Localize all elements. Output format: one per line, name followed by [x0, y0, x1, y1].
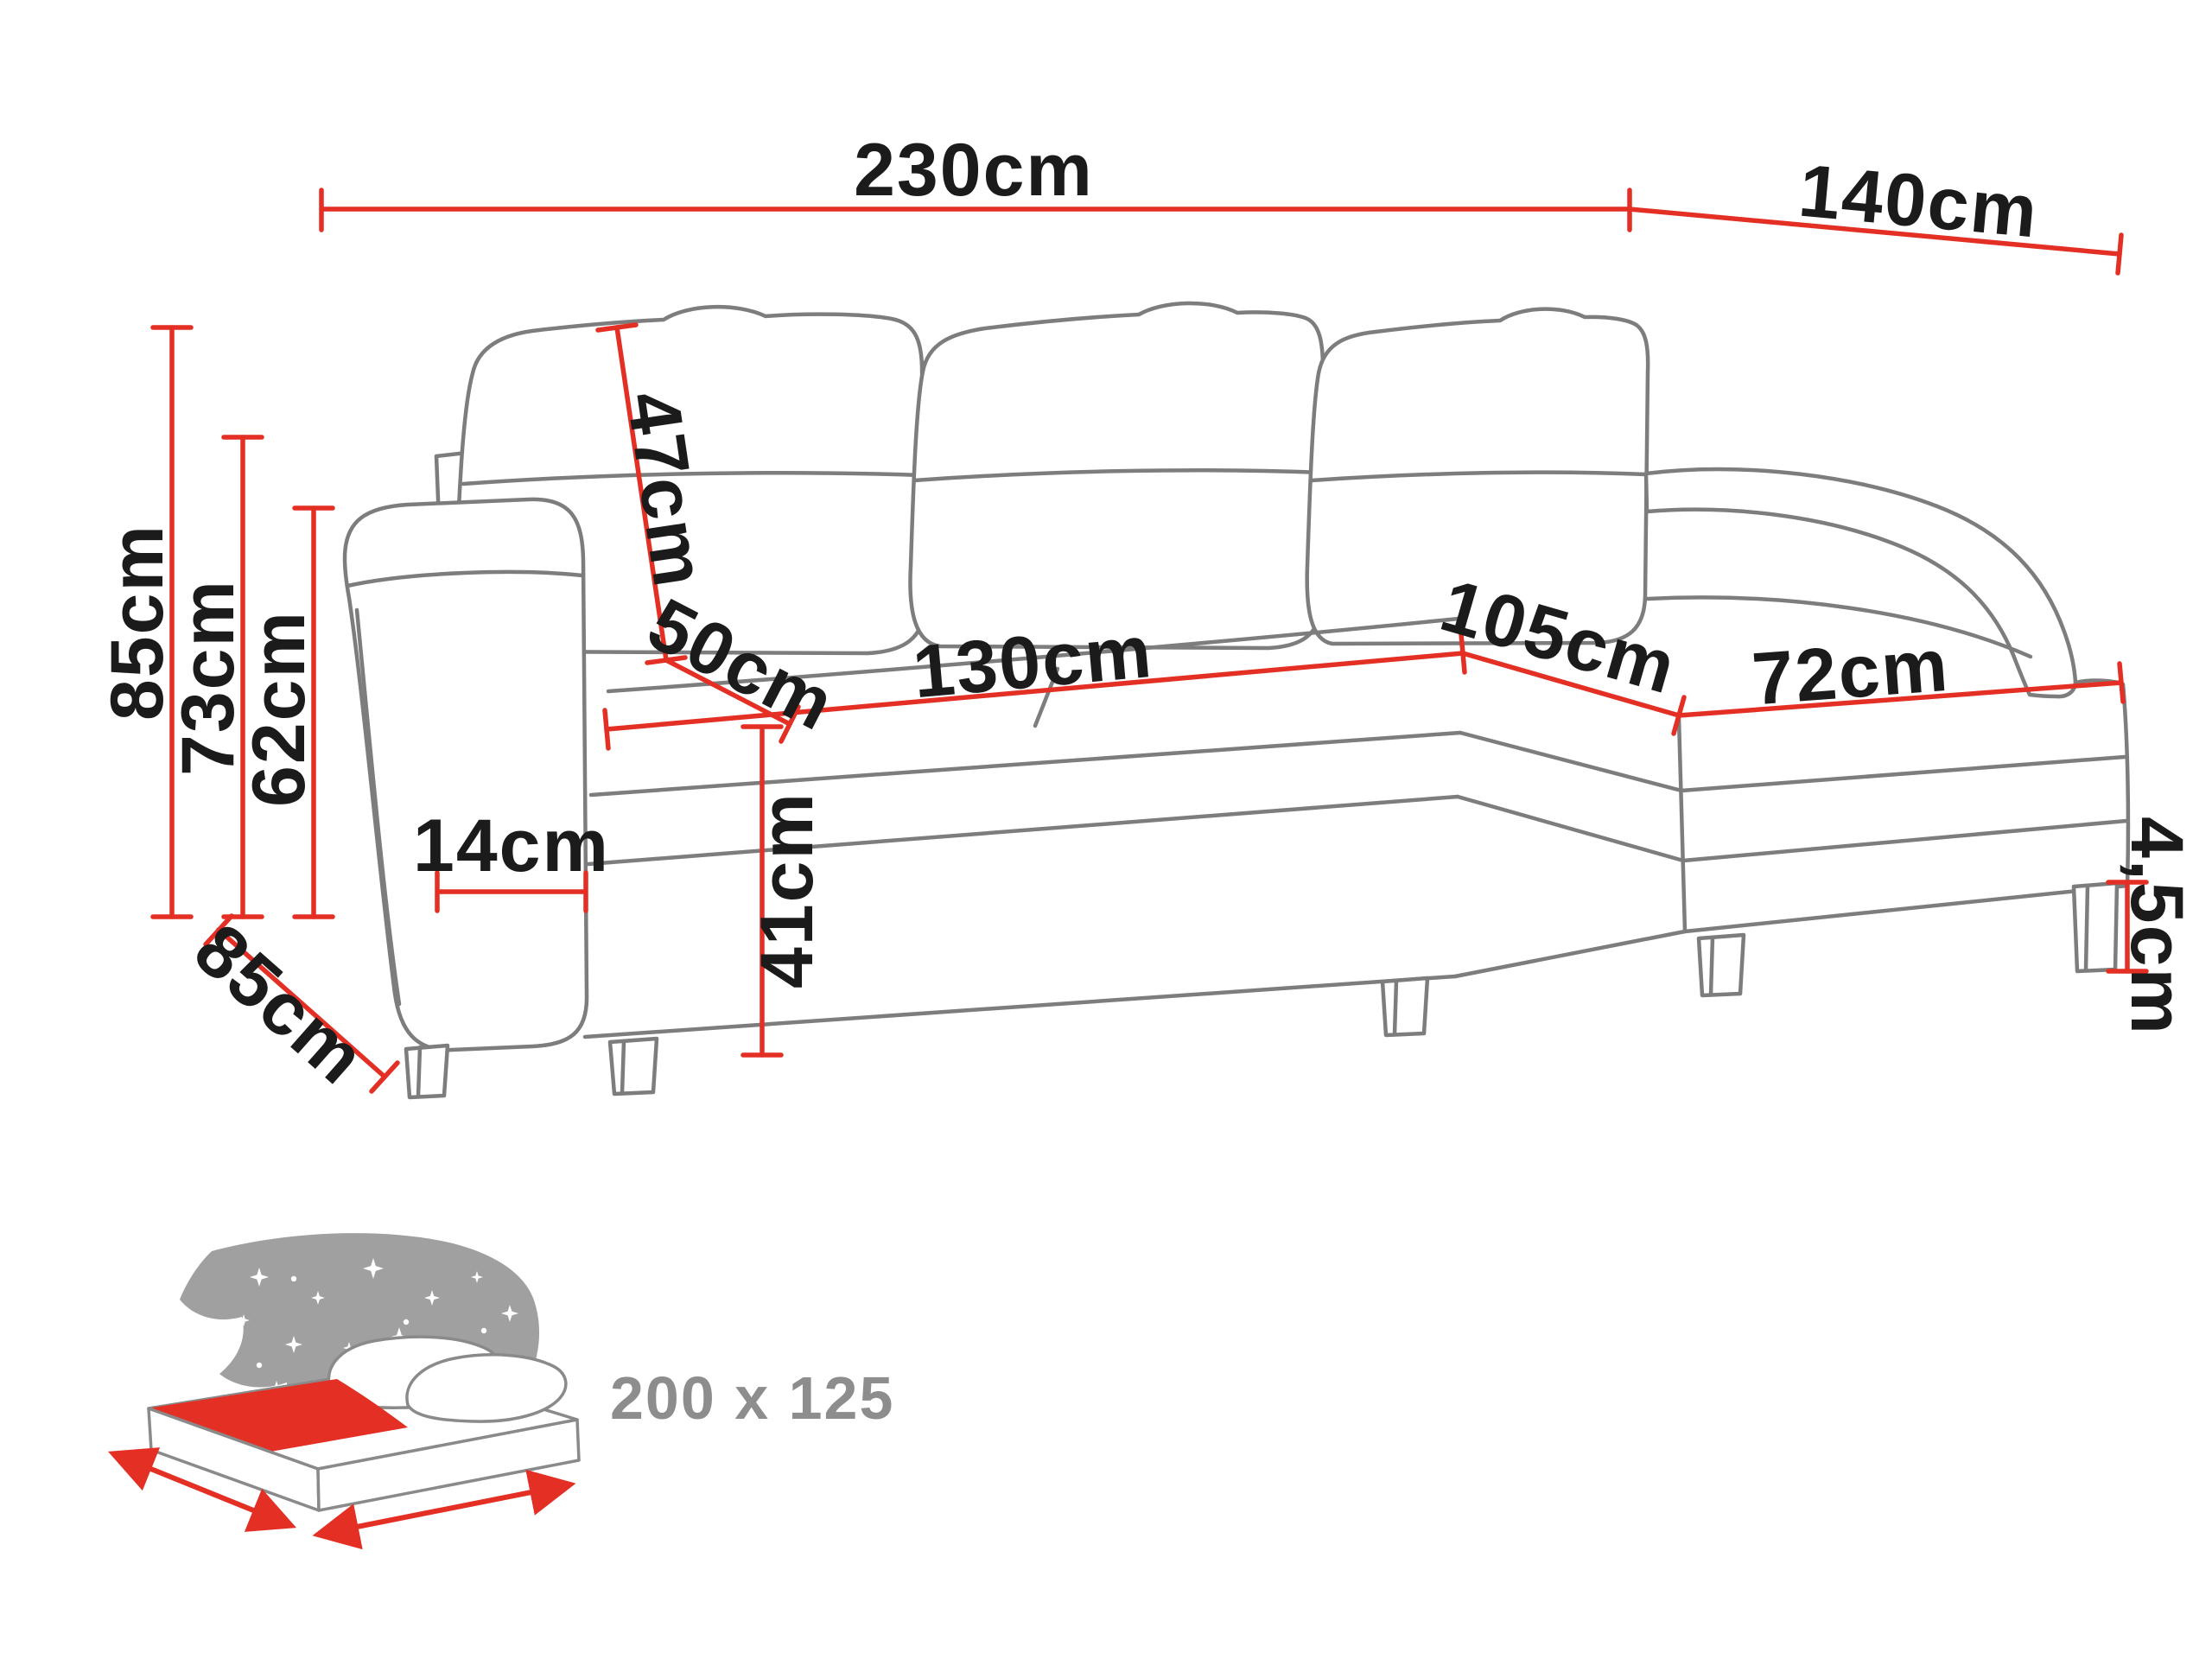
dim-line-chaise-length — [1460, 651, 1681, 718]
left-armrest-front-edge — [354, 607, 402, 1007]
dim-tick — [595, 322, 639, 333]
width-arrow — [312, 1469, 576, 1550]
dim-label-height-total: 85cm — [96, 524, 179, 721]
chaise-front-crease — [1681, 818, 2129, 863]
chaise-front-bottom-edge — [1682, 883, 2130, 934]
left-armrest — [342, 497, 589, 1052]
chaise-front-crease — [1679, 754, 2127, 793]
dim-label-width-total: 230cm — [854, 129, 1094, 212]
chaise-armrest — [1643, 467, 2078, 699]
sofa-foot-line — [416, 1045, 423, 1099]
chaise-corner-edge — [1676, 715, 1688, 934]
back-cushion-right-crease — [1309, 470, 1649, 483]
dim-line-depth-total — [1627, 207, 2122, 257]
dim-label-chaise-width: 72cm — [1750, 624, 1952, 721]
dim-tick — [2115, 232, 2124, 276]
seat-back-edge — [606, 616, 1461, 694]
dim-label-depth-side: 85cm — [179, 908, 381, 1101]
dim-tick — [2117, 661, 2126, 704]
sofa-feet — [404, 880, 2120, 1100]
chaise-seat-back-edge — [1645, 595, 2033, 659]
sofa-foot — [607, 1036, 659, 1096]
chaise-left-crease — [1455, 794, 1686, 863]
dim-line-seat-width — [604, 651, 1465, 732]
dim-line-back-cushion — [614, 325, 669, 663]
dim-label-leg-height: 4,5cm — [2115, 817, 2198, 1036]
seat-cushion-seam — [1033, 666, 1060, 728]
chaise-left-crease — [1458, 730, 1684, 793]
sleeping-area-label: 200 x 125 — [610, 1364, 894, 1432]
dim-label-seat-height: 41cm — [746, 791, 829, 988]
sofa-bed-mattress-icon — [107, 1233, 581, 1550]
sofa-foot — [2071, 880, 2120, 974]
sofa-foot-line — [2083, 883, 2090, 973]
dim-tick — [602, 708, 611, 751]
sofa-foot — [404, 1043, 450, 1100]
dim-label-depth-total: 140cm — [1796, 149, 2042, 254]
base-crease-line — [586, 794, 1460, 867]
dim-tick — [369, 1060, 400, 1094]
left-armrest-pad-line — [345, 569, 585, 588]
base-bottom-edge — [582, 974, 1458, 1039]
dim-line-depth-side — [216, 927, 387, 1079]
dimension-lines — [150, 188, 2149, 1094]
sofa-foot — [1696, 932, 1746, 998]
pillow-right — [405, 1353, 568, 1423]
dim-line-chaise-width — [1676, 680, 2124, 718]
back-cushion-left-crease — [461, 471, 924, 486]
dim-tick — [203, 913, 234, 947]
sofa-line-art — [342, 301, 2131, 1100]
sofa-foot-line — [1708, 935, 1715, 997]
base-crease-line — [588, 730, 1463, 798]
chaise-right-edge — [2120, 682, 2131, 888]
sofa-foot-line — [620, 1039, 626, 1096]
back-cushion-right — [1305, 307, 1650, 646]
dim-label-height-backrest: 73cm — [167, 579, 250, 776]
dim-label-armrest-width: 14cm — [413, 804, 610, 887]
chaise-left-bottom-edge — [1452, 929, 1688, 979]
sofa-foot — [1380, 976, 1430, 1038]
back-cushion-middle-crease — [912, 467, 1324, 483]
back-cushion-middle — [908, 301, 1325, 651]
dim-label-height-armrest: 62cm — [238, 610, 321, 807]
length-arrow — [107, 1447, 297, 1532]
sofa-foot-line — [1392, 978, 1399, 1037]
